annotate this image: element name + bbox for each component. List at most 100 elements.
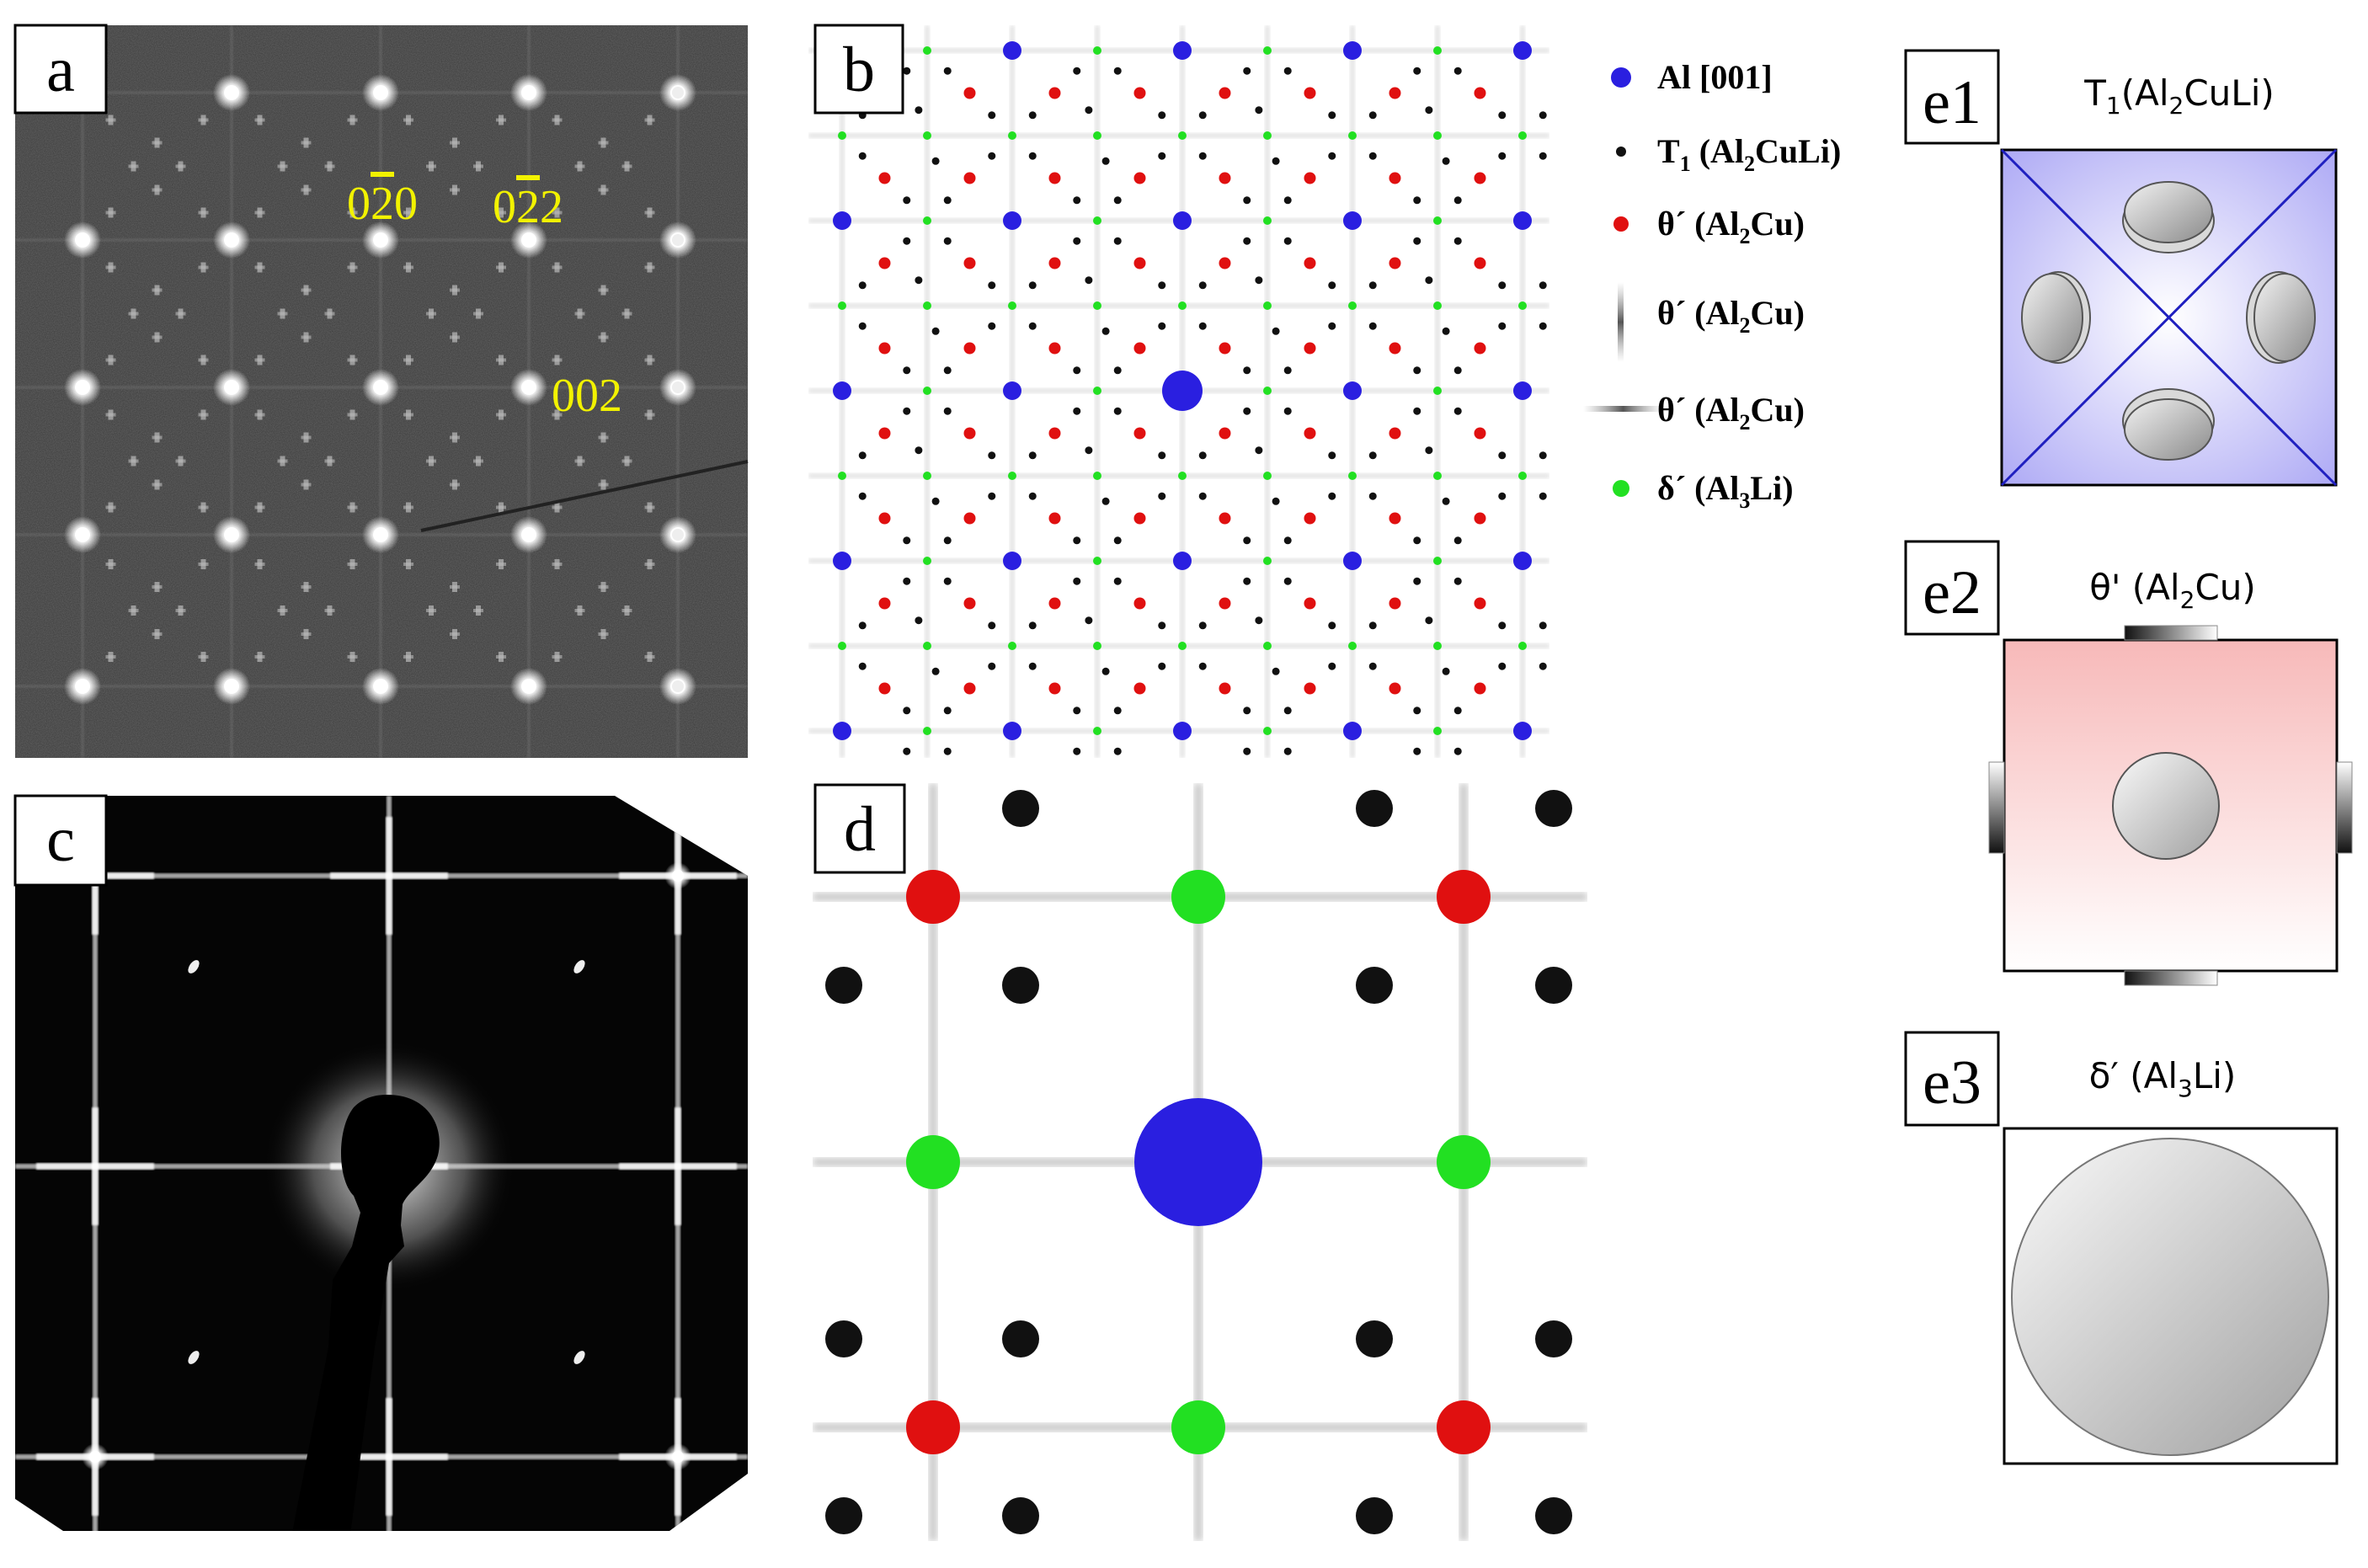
panel-d-label-box [813, 783, 906, 874]
b-delta-spot [1348, 131, 1357, 140]
spot-label-020-last: 0 [394, 178, 418, 230]
b-theta-spot [1219, 427, 1231, 440]
satellite-spot [152, 335, 163, 339]
b-t1-spot [1368, 621, 1377, 630]
b-t1-spot [1028, 322, 1037, 330]
b-t1-spot [1413, 747, 1421, 755]
satellite-spot [598, 483, 609, 487]
b-delta-spot [1093, 216, 1101, 225]
b-theta-spot [878, 682, 891, 695]
b-t1-spot [1102, 838, 1110, 845]
b-t1-spot [1158, 792, 1165, 799]
b-al-spot [1683, 41, 1702, 60]
b-t1-spot [943, 577, 952, 585]
b-t1-spot [931, 327, 940, 335]
satellite-spot [621, 609, 632, 612]
b-delta-spot [1603, 131, 1612, 140]
b-t1-spot [1198, 322, 1207, 330]
b-theta-spot [1304, 427, 1316, 440]
b-delta-spot [1518, 301, 1527, 310]
b-t1-spot [943, 67, 952, 75]
b-t1-spot [1328, 833, 1336, 840]
main-spot [224, 380, 239, 395]
b-t1-spot [1243, 407, 1251, 415]
b-t1-spot [1272, 667, 1280, 675]
b-t1-spot [1539, 281, 1547, 290]
b-delta-spot [1603, 216, 1612, 225]
b-t1-spot [1085, 276, 1093, 285]
b-t1-spot [1113, 67, 1122, 75]
b-t1-spot [1624, 707, 1632, 714]
b-theta-spot [1645, 258, 1656, 269]
b-t1-spot [903, 877, 910, 884]
main-spot [75, 679, 90, 694]
b-theta-spot [1474, 257, 1486, 269]
b-t1-spot [1113, 577, 1122, 585]
b-t1-spot [1595, 106, 1603, 114]
main-spot [672, 87, 684, 99]
satellite-spot [552, 358, 563, 362]
b-t1-spot [1442, 157, 1450, 165]
b-t1-spot [1453, 407, 1462, 415]
b-theta-spot [1133, 257, 1146, 269]
satellite-spot [198, 505, 209, 509]
d-t1-spot [1356, 1320, 1393, 1357]
b-theta-spot [1048, 512, 1061, 525]
b-t1-spot [1028, 152, 1037, 160]
d-t1-spot [1535, 790, 1572, 827]
b-delta-spot [1603, 472, 1612, 480]
b-delta-spot [1093, 301, 1101, 310]
satellite-spot [644, 655, 655, 659]
b-theta-spot [1389, 512, 1401, 525]
b-delta-spot [1518, 812, 1527, 820]
satellite-spot [473, 164, 483, 168]
b-t1-spot [1413, 407, 1421, 415]
b-t1-spot [1453, 577, 1462, 585]
b-theta-spot [1560, 173, 1571, 184]
b-theta-spot [1133, 512, 1146, 525]
legend: Al [001] T1 (Al2CuLi) θ´ (Al2Cu) θ´ (Al2… [1583, 58, 1841, 513]
satellite-spot [254, 265, 265, 269]
legend-item-theta-vstreak: θ´ (Al2Cu) [1618, 282, 1805, 362]
b-t1-spot [1085, 106, 1093, 115]
t1-plate-top-face [2124, 181, 2213, 243]
b-t1-spot [931, 157, 940, 165]
b-t1-spot [1624, 578, 1632, 585]
b-t1-spot [1583, 877, 1591, 884]
satellite-spot [198, 563, 209, 566]
b-delta-spot [1263, 472, 1272, 480]
b-theta-spot [964, 768, 976, 780]
b-t1-spot [1413, 707, 1421, 715]
b-theta-spot [963, 257, 976, 269]
b-t1-spot [1583, 578, 1591, 585]
c-small-spot [573, 1351, 585, 1364]
d-theta-spot [906, 1400, 960, 1454]
b-theta-spot [1219, 768, 1231, 780]
b-t1-spot [1624, 196, 1632, 204]
b-theta-spot [1474, 342, 1486, 355]
b-theta-spot [1049, 853, 1061, 865]
b-t1-spot [1113, 707, 1122, 715]
b-delta-spot [838, 472, 846, 480]
b-t1-spot [858, 451, 867, 460]
main-spot [672, 381, 684, 393]
main-spot [224, 527, 239, 542]
b-delta-spot [1433, 301, 1442, 310]
theta-plate-right [2336, 761, 2353, 854]
b-delta-spot [1433, 131, 1442, 140]
satellite-spot [552, 655, 563, 659]
b-delta-spot [1433, 472, 1442, 480]
b-theta-spot [1219, 512, 1231, 525]
b-t1-spot [943, 196, 952, 205]
b-t1-spot [1198, 152, 1207, 160]
b-al-spot [1343, 211, 1362, 230]
theta-plate-left [1988, 761, 2005, 854]
b-delta-spot [1178, 642, 1187, 650]
b-delta-spot [1093, 642, 1101, 650]
satellite-spot [403, 655, 413, 659]
b-theta-spot [1474, 427, 1486, 440]
b-t1-spot [1328, 111, 1336, 120]
b-t1-spot [1595, 616, 1603, 624]
legend-text-al: Al [001] [1657, 58, 1773, 96]
panel-c-spots [82, 862, 691, 1470]
